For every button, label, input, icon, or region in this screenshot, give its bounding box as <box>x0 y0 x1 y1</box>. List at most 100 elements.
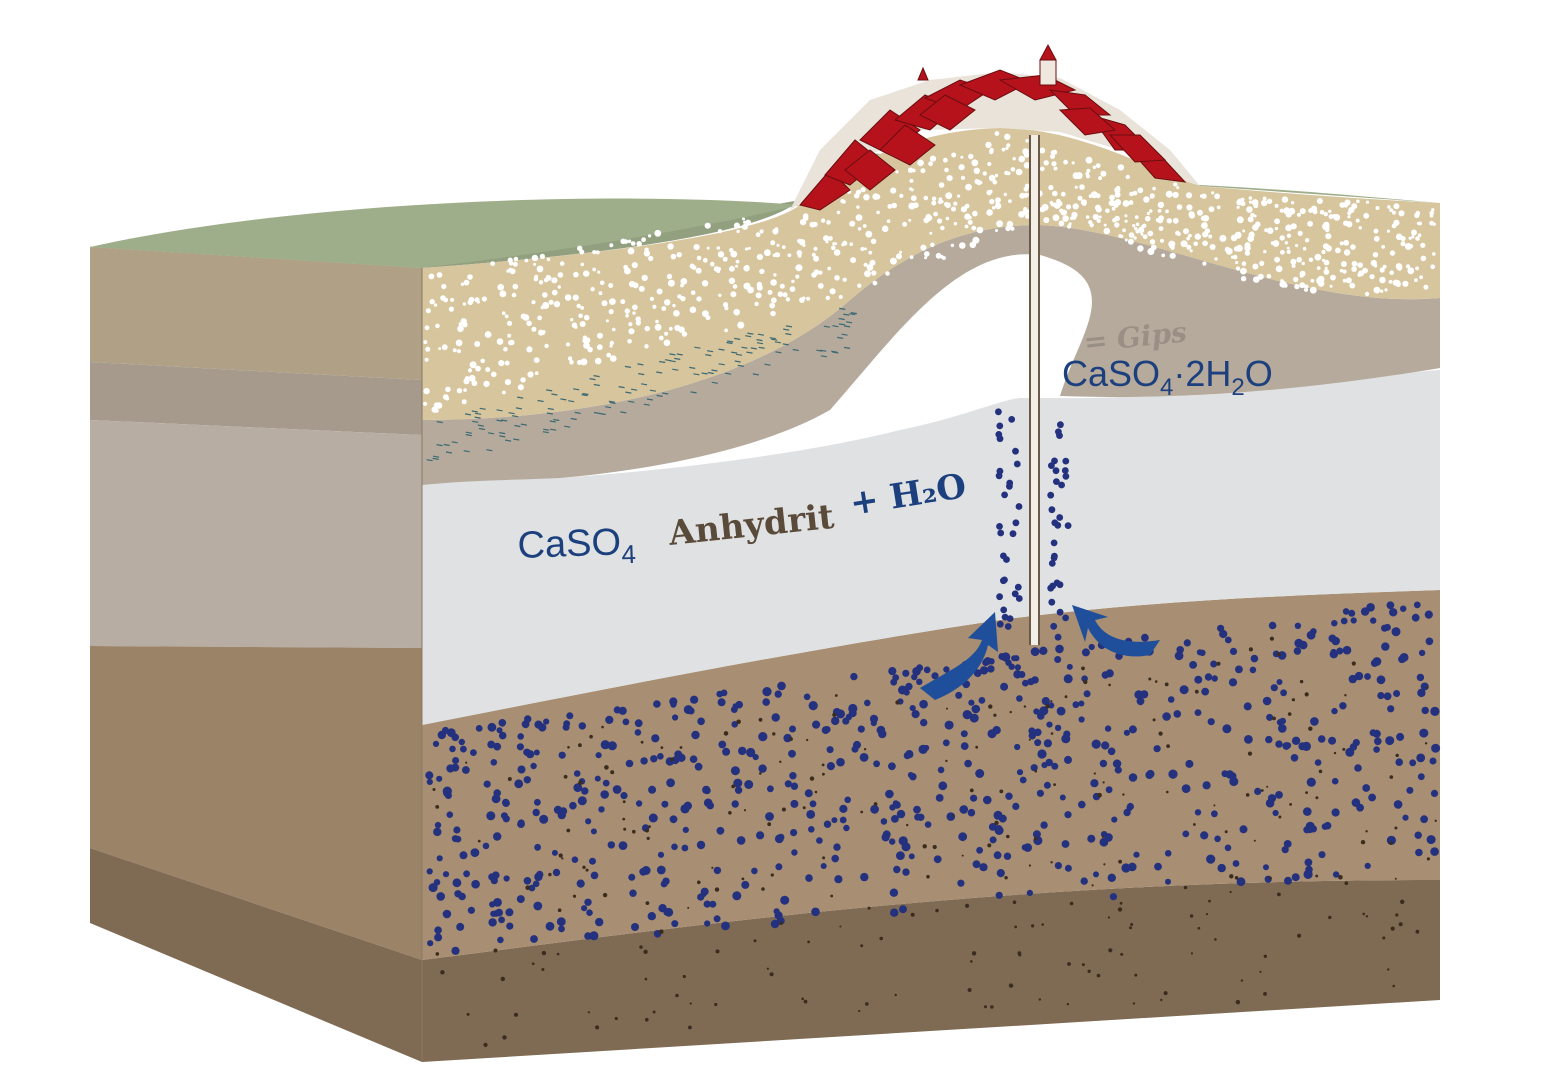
sand-speckle <box>969 241 977 249</box>
sand-speckle <box>592 267 597 272</box>
clay-speckle <box>631 388 638 391</box>
water-dot <box>885 789 894 799</box>
sediment-speckle <box>1342 747 1346 751</box>
sand-speckle <box>887 204 893 209</box>
clay-speckle <box>758 346 765 349</box>
water-dot <box>789 725 796 733</box>
water-dot <box>1088 643 1095 651</box>
sand-speckle <box>462 302 467 306</box>
sand-speckle <box>931 196 937 201</box>
clay-speckle <box>674 357 681 360</box>
water-dot <box>1028 727 1036 735</box>
clay-speckle <box>451 441 458 444</box>
clay-speckle <box>564 425 571 428</box>
clay-speckle <box>550 428 557 431</box>
sediment-speckle <box>1132 1002 1136 1005</box>
sand-speckle <box>636 320 641 325</box>
sand-speckle <box>849 220 856 227</box>
water-dot <box>631 923 639 931</box>
sand-speckle <box>1323 211 1329 217</box>
water-dot <box>789 772 797 780</box>
water-dot <box>1047 491 1055 499</box>
water-dot <box>1354 764 1362 772</box>
clay-speckle <box>662 392 669 395</box>
water-dot <box>498 731 507 740</box>
water-dot <box>441 726 450 735</box>
water-dot <box>970 794 978 802</box>
water-dot <box>552 868 561 877</box>
sand-speckle <box>1408 236 1412 240</box>
sediment-speckles <box>432 636 1437 1047</box>
water-dot <box>600 740 610 750</box>
water-dot <box>1236 877 1246 887</box>
water-dot <box>1263 864 1269 871</box>
sediment-speckle <box>566 828 571 833</box>
sediment-speckle <box>1193 823 1196 826</box>
sand-speckle <box>1062 215 1069 222</box>
sand-speckle <box>701 280 709 287</box>
sand-speckle <box>597 270 601 274</box>
sand-speckle <box>1105 208 1110 214</box>
sediment-speckle <box>1434 819 1437 822</box>
sediment-speckle <box>1050 732 1054 735</box>
clay-speckle <box>517 396 524 399</box>
svg-text:CaSO4·2H2O: CaSO4·2H2O <box>1062 353 1273 401</box>
sand-speckle <box>911 168 916 173</box>
water-dot <box>433 879 441 886</box>
water-dot <box>997 529 1005 537</box>
water-dot <box>1430 706 1440 717</box>
sediment-speckle <box>1154 680 1158 683</box>
water-dot <box>490 759 498 766</box>
water-dot <box>598 806 605 813</box>
sand-speckle <box>754 301 759 307</box>
water-dot <box>487 740 496 749</box>
water-dot <box>1040 821 1048 829</box>
sand-speckle <box>546 257 551 262</box>
sand-speckle <box>663 339 671 347</box>
clay-speckle <box>783 328 790 331</box>
sand-speckle <box>781 245 786 250</box>
water-dot <box>717 698 726 707</box>
water-dot <box>691 730 700 740</box>
water-dot <box>1374 737 1382 746</box>
water-dot <box>475 725 483 732</box>
sand-speckle <box>533 262 537 266</box>
sand-speckle <box>1074 185 1078 189</box>
water-dot <box>808 826 815 833</box>
water-dot <box>516 895 525 904</box>
sand-speckle <box>656 288 663 295</box>
water-dot <box>1386 835 1396 846</box>
sediment-speckle <box>670 757 674 762</box>
clay-speckle <box>432 457 439 460</box>
sand-speckle <box>496 338 504 345</box>
sand-speckle <box>1022 208 1030 215</box>
sediment-speckle <box>803 999 808 1004</box>
water-dot <box>620 792 628 800</box>
water-dot <box>911 710 920 719</box>
water-dot <box>446 811 454 818</box>
sand-speckle <box>1023 186 1029 192</box>
sediment-speckle <box>645 1017 649 1022</box>
water-dot <box>607 741 617 751</box>
sand-speckle <box>1282 196 1288 202</box>
gypsum-formula-b: ·2H <box>1173 353 1231 394</box>
water-dot <box>805 874 813 882</box>
sand-speckle <box>654 229 662 237</box>
sand-speckle <box>508 267 513 273</box>
sand-speckle <box>1235 266 1241 271</box>
sediment-speckle <box>1360 840 1366 845</box>
sand-speckle <box>1343 249 1351 256</box>
water-dot <box>996 593 1003 601</box>
sand-speckle <box>661 306 667 311</box>
sediment-speckle <box>952 814 955 817</box>
sand-speckle <box>1380 289 1384 293</box>
sand-speckle <box>1183 228 1189 235</box>
sediment-speckle <box>1096 973 1101 978</box>
sand-speckle <box>1365 200 1370 204</box>
water-dot <box>556 917 566 926</box>
sediment-speckle <box>723 731 729 736</box>
sediment-speckle <box>935 908 939 913</box>
sand-speckle <box>595 250 600 255</box>
sand-speckle <box>1379 276 1386 284</box>
clay-speckle <box>775 351 782 354</box>
